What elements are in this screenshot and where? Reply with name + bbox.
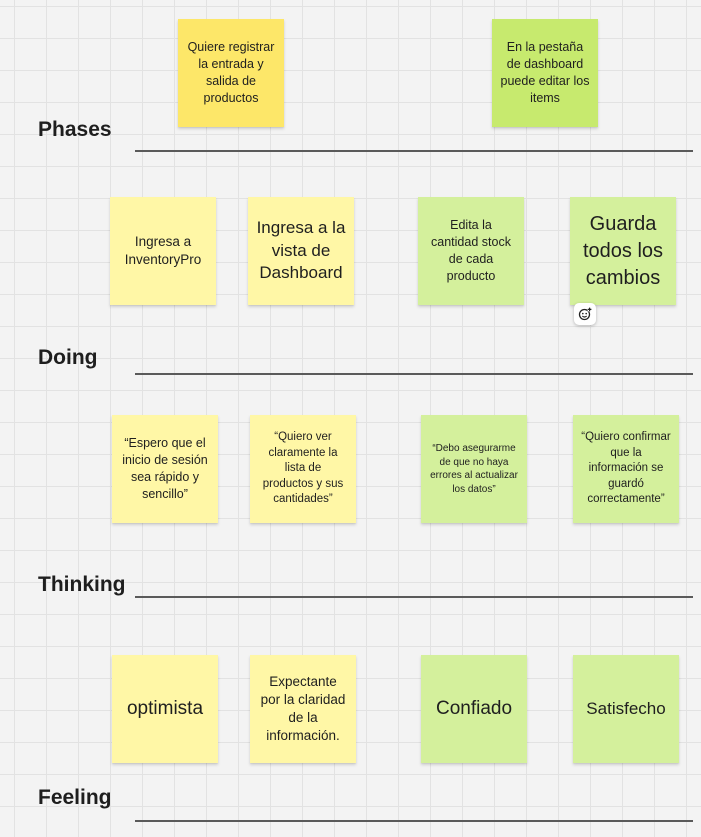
add-reaction-button[interactable] bbox=[574, 303, 596, 325]
sticky-note-thinking-4[interactable]: “Quiero confirmar que la información se … bbox=[573, 415, 679, 523]
row-divider-phases bbox=[135, 150, 693, 152]
sticky-note-thinking-1[interactable]: “Espero que el inicio de sesión sea rápi… bbox=[112, 415, 218, 523]
sticky-note-text: “Debo asegurarme de que no haya errores … bbox=[430, 443, 518, 495]
sticky-note-text: Ingresa a la vista de Dashboard bbox=[256, 217, 346, 283]
sticky-note-text: Confiado bbox=[435, 698, 513, 720]
row-label-feeling: Feeling bbox=[38, 786, 112, 809]
row-divider-doing bbox=[135, 373, 693, 375]
add-reaction-icon bbox=[578, 307, 592, 321]
sticky-note-text: “Espero que el inicio de sesión sea rápi… bbox=[122, 436, 208, 501]
sticky-note-phase-2[interactable]: En la pestaña de dashboard puede editar … bbox=[492, 19, 598, 127]
row-label-thinking: Thinking bbox=[38, 573, 126, 596]
sticky-note-text: Ingresa a InventoryPro bbox=[124, 233, 202, 267]
row-label-doing: Doing bbox=[38, 346, 98, 369]
sticky-note-feeling-3[interactable]: Confiado bbox=[421, 655, 527, 763]
sticky-note-text: “Quiero confirmar que la información se … bbox=[581, 431, 671, 506]
sticky-note-feeling-2[interactable]: Expectante por la claridad de la informa… bbox=[250, 655, 356, 763]
sticky-note-text: optimista bbox=[126, 698, 204, 720]
sticky-note-thinking-3[interactable]: “Debo asegurarme de que no haya errores … bbox=[421, 415, 527, 523]
sticky-note-text: Edita la cantidad stock de cada producto bbox=[431, 218, 511, 283]
row-divider-feeling bbox=[135, 820, 693, 822]
sticky-note-text: Expectante por la claridad de la informa… bbox=[260, 673, 346, 744]
sticky-note-doing-4[interactable]: Guarda todos los cambios bbox=[570, 197, 676, 305]
sticky-note-text: En la pestaña de dashboard puede editar … bbox=[500, 40, 590, 105]
sticky-note-text: Satisfecho bbox=[586, 698, 666, 718]
sticky-note-thinking-2[interactable]: “Quiero ver claramente la lista de produ… bbox=[250, 415, 356, 523]
row-label-phases: Phases bbox=[38, 118, 112, 141]
sticky-note-doing-2[interactable]: Ingresa a la vista de Dashboard bbox=[248, 197, 354, 305]
sticky-note-phase-1[interactable]: Quiere registrar la entrada y salida de … bbox=[178, 19, 284, 127]
sticky-note-feeling-4[interactable]: Satisfecho bbox=[573, 655, 679, 763]
sticky-note-text: Quiere registrar la entrada y salida de … bbox=[187, 40, 275, 105]
sticky-note-text: Guarda todos los cambios bbox=[582, 212, 664, 289]
sticky-note-doing-1[interactable]: Ingresa a InventoryPro bbox=[110, 197, 216, 305]
sticky-note-doing-3[interactable]: Edita la cantidad stock de cada producto bbox=[418, 197, 524, 305]
row-divider-thinking bbox=[135, 596, 693, 598]
sticky-note-text: “Quiero ver claramente la lista de produ… bbox=[262, 431, 344, 506]
sticky-note-feeling-1[interactable]: optimista bbox=[112, 655, 218, 763]
